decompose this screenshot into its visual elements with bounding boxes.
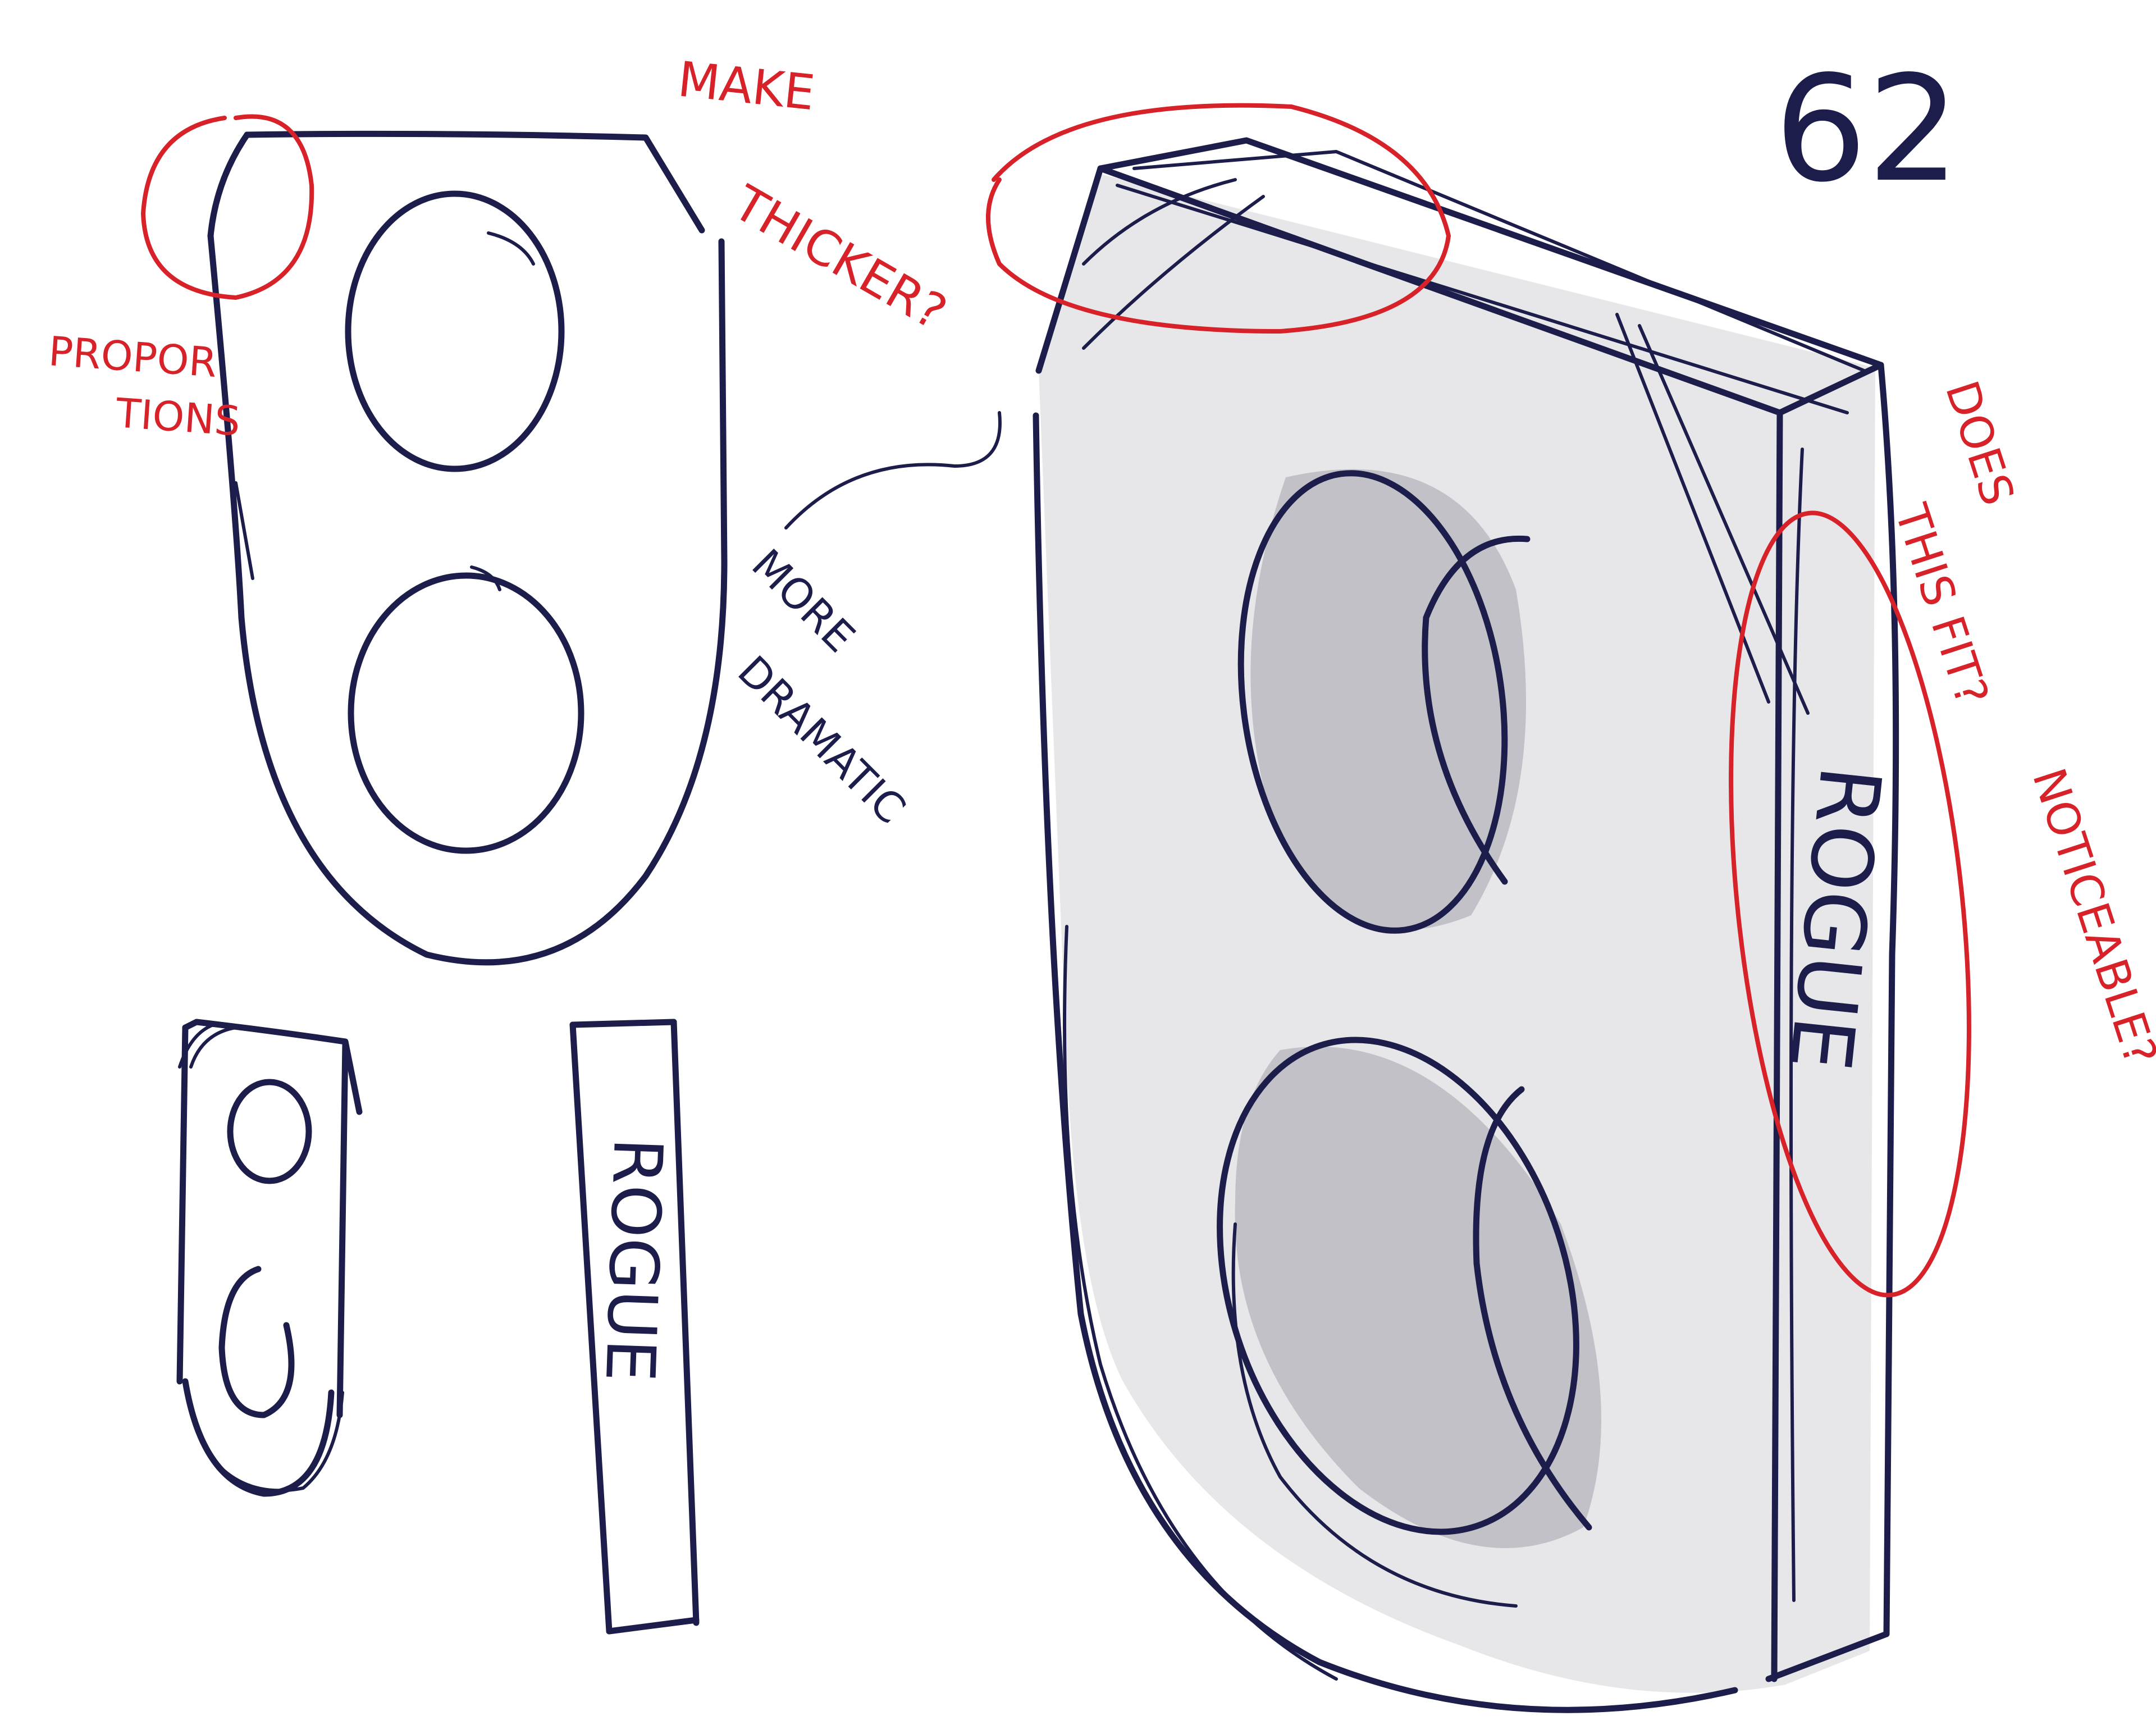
- note-make-thicker-line1: MAKE: [675, 51, 817, 121]
- proportions-annotation: PROPOR TIONS: [47, 114, 314, 445]
- note-proportions-line1: PROPOR: [47, 327, 218, 386]
- note-does-this-fit-line3: NOTICEABLE?: [2022, 762, 2156, 1071]
- note-proportions-line2: TIONS: [114, 389, 242, 445]
- side-bar-rogue-label: ROGUE: [590, 1137, 677, 1383]
- perspective-sketch: ROGUE: [1033, 137, 1899, 1713]
- front-view-sketch: [207, 130, 728, 966]
- note-does-this-fit-line2: THIS FIT?: [1885, 498, 1999, 711]
- note-does-this-fit-line1: DOES: [1935, 375, 2024, 512]
- side-bar-sketch: ROGUE: [569, 1019, 700, 1635]
- note-make-thicker-line2: THICKER?: [724, 175, 956, 341]
- note-more-dramatic-line1: MORE: [742, 540, 864, 662]
- page-number: 62: [1774, 45, 1960, 215]
- make-thicker-circle: [986, 103, 1451, 334]
- more-dramatic-annotation: MORE DRAMATIC: [728, 411, 1002, 833]
- small-front-sketch: [176, 1019, 363, 1497]
- note-more-dramatic-line2: DRAMATIC: [728, 647, 915, 833]
